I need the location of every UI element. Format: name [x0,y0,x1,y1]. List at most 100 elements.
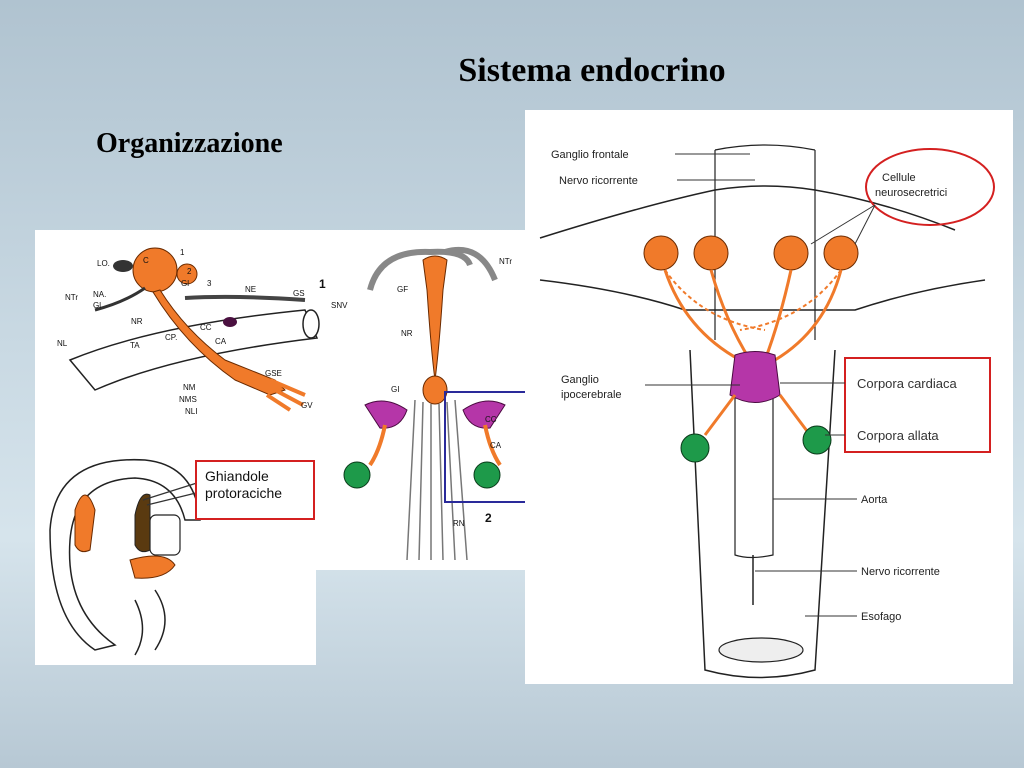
label-ganglio-ipo-2: ipocerebrale [561,389,622,401]
figure-2-dorsal-view: NTr GF NR GI CC CA RN 2 [343,246,535,561]
label-nl: NL [57,339,68,348]
label2-rn: RN [453,519,465,528]
recurrent-nerves [406,399,468,561]
corpora-cardiaca-right [462,400,506,429]
label2-nr: NR [401,329,413,338]
prothoracic-diagram [49,458,201,656]
antennal-nerve [94,286,146,312]
esophagus-end [718,637,804,663]
label-nervo-ricorrente-bottom: Nervo ricorrente [861,566,940,578]
slide-subtitle: Organizzazione [96,128,283,159]
nerve-to-ca-right [483,424,502,467]
brain-top-outline [539,185,956,239]
label2-ntr: NTr [499,257,512,266]
esophageal-nerve [184,294,306,302]
body-outline [49,458,201,651]
label2-cc: CC [485,415,497,424]
label-cellule-2: neurosecretrici [875,187,947,199]
label-ta: TA [130,341,140,350]
neurosecretory-cell-3 [773,235,809,271]
frontal-top [714,144,816,151]
label-gs: GS [293,289,305,298]
slide-title: Sistema endocrino [458,52,726,89]
cellule-highlight-oval [865,148,995,226]
label-lo: LO. [97,259,110,268]
cc-ca-highlight-box [444,391,535,503]
label-gi: Gl [93,301,101,310]
figure-2-number: 2 [485,511,492,525]
label-aorta: Aorta [861,494,888,506]
right-figure-panel: Ganglio frontale Nervo ricorrente Cellul… [525,110,1013,684]
label-corpora-cardiaca: Corpora cardiaca [857,376,957,391]
corpora-allata-right [473,461,501,489]
label-c: C [143,256,149,265]
label2-ca: CA [490,441,502,450]
label-cellule-1: Cellule [882,172,916,184]
aorta [734,370,774,559]
label-ntr: NTr [65,293,78,302]
nerve-to-ca-left [703,394,737,436]
cellule-pointer-2 [854,204,876,245]
callout-lines [142,481,201,506]
callout-line-2: protoraciche [205,485,283,501]
brain-lobe-small [176,263,198,285]
corpora-cardiaca-1 [223,317,237,327]
prothoracic-gland-bottom [129,555,176,579]
cellule-pointer-1 [810,204,876,245]
corpora-allata-left [680,433,710,463]
callout-line-1: Ghiandole [205,468,269,484]
label-1: 1 [180,248,185,257]
label2-gf: GF [397,285,408,294]
label-ca: CA [215,337,227,346]
nerve-to-ca-left [368,424,387,467]
brain-bottom-outline [539,279,986,311]
insect-brain-diagram: LO. C 1 2 Gl 3 NTr NA. Gl NR NL NE GS 1 … [57,246,535,561]
label-cc: CC [200,323,212,332]
optic-lobe [113,260,133,272]
nerve-cord [152,289,286,396]
neurosecretory-diagram: Ganglio frontale Nervo ricorrente Cellul… [539,144,995,679]
label-2: 2 [187,267,192,276]
prothoracic-gland-left [74,494,96,553]
label-gse: GSE [265,369,282,378]
nerves [265,378,306,412]
frontal-ganglion [422,255,448,381]
neurosecretory-axons [663,269,843,362]
antenna-right [444,246,498,282]
label-ganglio-frontale: Ganglio frontale [551,149,629,161]
neurosecretory-cell-2 [693,235,729,271]
label-ne: NE [245,285,256,294]
label-nms: NMS [179,395,197,404]
label-gv: GV [301,401,313,410]
label-corpora-allata: Corpora allata [857,428,939,443]
label-nervo-ricorrente-top: Nervo ricorrente [559,175,638,187]
label-esofago: Esofago [861,611,901,623]
figure-1-number: 1 [319,277,326,291]
hypocerebral-ganglion [422,375,448,405]
label-na: NA. [93,290,106,299]
crossing-axons [664,269,842,331]
label2-gi: GI [391,385,399,394]
leg-outlines [134,589,166,656]
label-nm: NM [183,383,196,392]
corpora-cardiaca [729,351,781,403]
neurosecretory-cell-4 [823,235,859,271]
label-cp: CP. [165,333,177,342]
label-nr: NR [131,317,143,326]
corpora-allata-right [802,425,832,455]
corpora-highlight-box [844,357,991,453]
trachea-tube [149,514,181,556]
label-3: 3 [207,279,212,288]
prothoracic-callout-box: Ghiandole protoraciche [195,460,315,520]
label-nli: NLI [185,407,197,416]
corpora-cardiaca-left [364,400,408,429]
gut-end [302,309,320,339]
label-gl: Gl [181,279,189,288]
label-ganglio-ipo-1: Ganglio [561,374,599,386]
prothoracic-gland-dark [134,493,151,553]
gut-tube [68,309,319,391]
neurosecretory-cell-1 [643,235,679,271]
antenna-left [367,248,473,291]
figure-1-side-view: LO. C 1 2 Gl 3 NTr NA. Gl NR NL NE GS 1 … [57,247,348,416]
brain-lobe [132,247,178,293]
